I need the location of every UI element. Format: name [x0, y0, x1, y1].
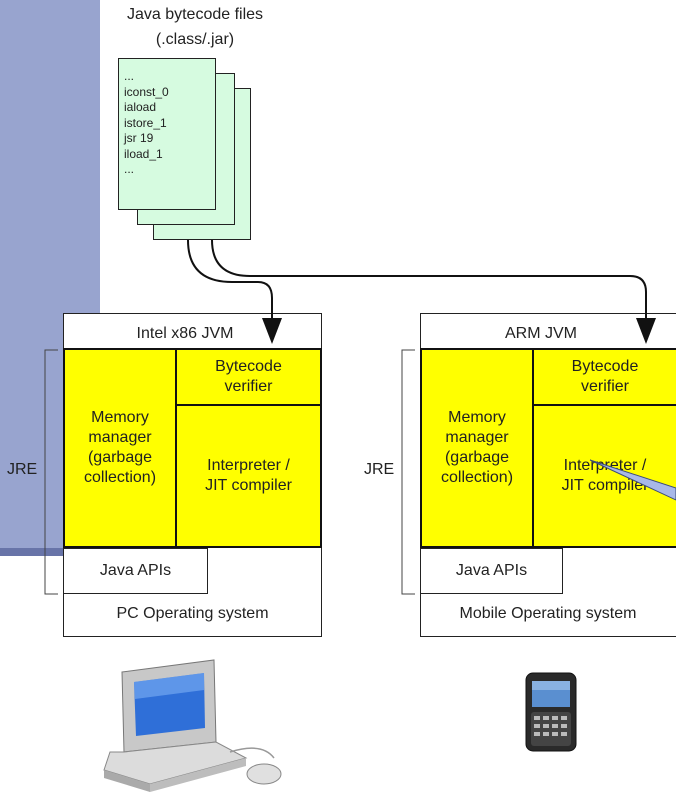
code-line: iload_1	[124, 146, 163, 161]
flow-arrow-to-intel	[187, 239, 273, 322]
flow-arrow-to-arm	[211, 239, 647, 322]
java-apis-label: Java APIs	[455, 562, 528, 579]
os-label: Mobile Operating system	[459, 605, 637, 622]
intel-jvm-divider	[176, 404, 322, 406]
java-apis-box	[63, 548, 208, 594]
arm-jvm-title: ARM JVM	[505, 325, 577, 342]
java-apis-label: Java APIs	[99, 562, 172, 579]
arm-jvm-divider	[532, 348, 534, 548]
arm-jvm-divider	[533, 404, 676, 406]
bytecode-verifier-label: Bytecode verifier	[571, 358, 639, 395]
code-line: iconst_0	[124, 84, 169, 99]
bytecode-subtitle: (.class/.jar)	[155, 31, 235, 48]
memory-manager-label: Memory manager (garbage collection)	[83, 409, 157, 486]
arrowhead	[262, 318, 282, 344]
jre-label: JRE	[364, 461, 395, 478]
bytecode-title: Java bytecode files	[126, 6, 264, 23]
code-line: ...	[124, 162, 135, 176]
jre-label: JRE	[7, 461, 38, 478]
bytecode-verifier-label: Bytecode verifier	[215, 358, 282, 395]
intel-jvm-title: Intel x86 JVM	[136, 325, 234, 342]
os-label: PC Operating system	[116, 605, 269, 622]
callout-pointer	[589, 459, 676, 501]
jre-bracket	[401, 349, 415, 595]
arrowhead	[636, 318, 656, 344]
bytecode-listing: ... iconst_0 iaload istore_1 jsr 19 iloa…	[124, 69, 169, 178]
arm-jvm-block	[420, 348, 676, 548]
code-line: ...	[124, 69, 135, 83]
code-line: jsr 19	[124, 131, 154, 145]
code-line: iaload	[124, 100, 157, 114]
intel-jvm-block	[63, 348, 322, 548]
code-line: istore_1	[124, 115, 167, 130]
interpreter-jit-label: Interpreter / JIT compiler	[205, 457, 292, 494]
bytecode-page-front: ... iconst_0 iaload istore_1 jsr 19 iloa…	[118, 58, 216, 210]
memory-manager-label: Memory manager (garbage collection)	[440, 409, 514, 486]
java-apis-box	[420, 548, 563, 594]
decorative-bar-underline	[0, 548, 100, 556]
intel-jvm-divider	[175, 348, 177, 548]
jre-bracket	[44, 349, 58, 595]
